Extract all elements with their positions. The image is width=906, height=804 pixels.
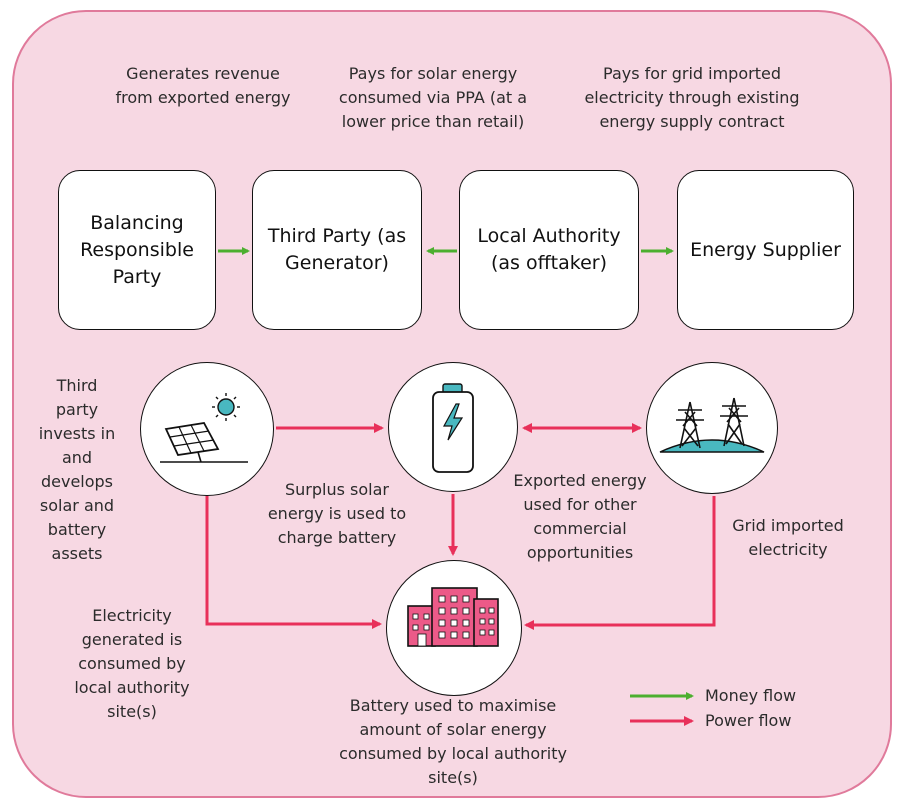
legend-money-label: Money flow — [705, 686, 797, 705]
label-third-party-invests: Third party invests in and develops sola… — [38, 376, 116, 563]
caption-grid-contract: Pays for grid imported electricity throu… — [584, 64, 800, 131]
circle-grid — [646, 362, 778, 494]
label-electricity-generated: Electricity generated is consumed by loc… — [74, 606, 190, 721]
box-local-authority: Local Authority (as offtaker) — [459, 170, 639, 330]
battery-charging-icon — [432, 383, 474, 473]
label-grid-imported: Grid imported electricity — [732, 516, 844, 559]
power-arrow-solar-to-site — [205, 496, 382, 629]
box-energy-supplier: Energy Supplier — [677, 170, 854, 330]
caption-brp-revenue: Generates revenue from exported energy — [115, 64, 291, 107]
label-exported-energy: Exported energy used for other commercia… — [513, 471, 647, 562]
power-arrow-grid-to-site — [524, 496, 716, 630]
transmission-tower-icon — [659, 397, 765, 453]
solar-panel-sun-icon — [160, 393, 248, 463]
legend-power-label: Power flow — [705, 711, 792, 730]
label-battery-used: Battery used to maximise amount of solar… — [339, 696, 567, 787]
label-surplus-solar: Surplus solar energy is used to charge b… — [267, 480, 407, 547]
box-balancing-responsible-party: Balancing Responsible Party — [58, 170, 216, 330]
caption-ppa: Pays for solar energy consumed via PPA (… — [338, 64, 528, 131]
buildings-icon — [407, 587, 499, 647]
box-third-party-generator: Third Party (as Generator) — [252, 170, 422, 330]
